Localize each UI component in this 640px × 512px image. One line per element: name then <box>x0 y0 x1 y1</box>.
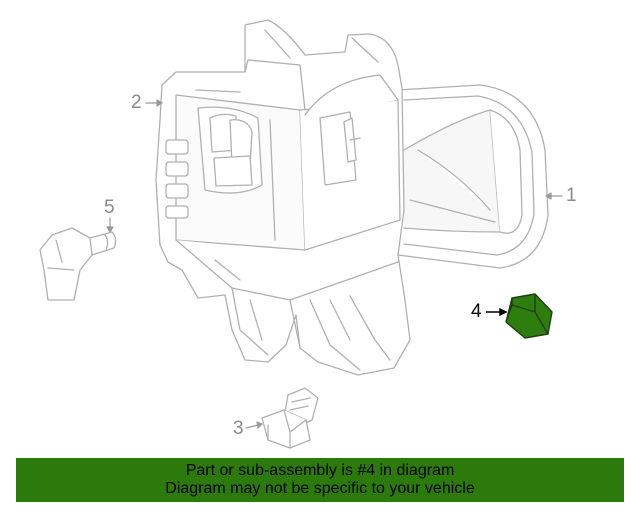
leader-lines <box>106 99 563 429</box>
housing-body-part-2 <box>155 19 411 376</box>
callout-part-3: 3 <box>233 418 244 439</box>
parts-diagram <box>39 19 563 449</box>
duct-housing-part-1 <box>395 84 549 269</box>
callout-part-1: 1 <box>566 185 577 206</box>
banner-line-2: Diagram may not be specific to your vehi… <box>165 480 475 497</box>
hex-bolt-part-3 <box>261 387 319 449</box>
callout-part-4: 4 <box>471 301 482 322</box>
banner-line-1: Part or sub-assembly is #4 in diagram <box>185 462 455 479</box>
callout-part-5: 5 <box>104 197 115 218</box>
connector-part-5 <box>39 227 117 301</box>
leader-line-part-4 <box>486 307 508 317</box>
hex-nut-part-4 <box>505 293 553 339</box>
info-banner: Part or sub-assembly is #4 in diagram Di… <box>16 458 624 502</box>
callout-part-2: 2 <box>131 92 142 113</box>
